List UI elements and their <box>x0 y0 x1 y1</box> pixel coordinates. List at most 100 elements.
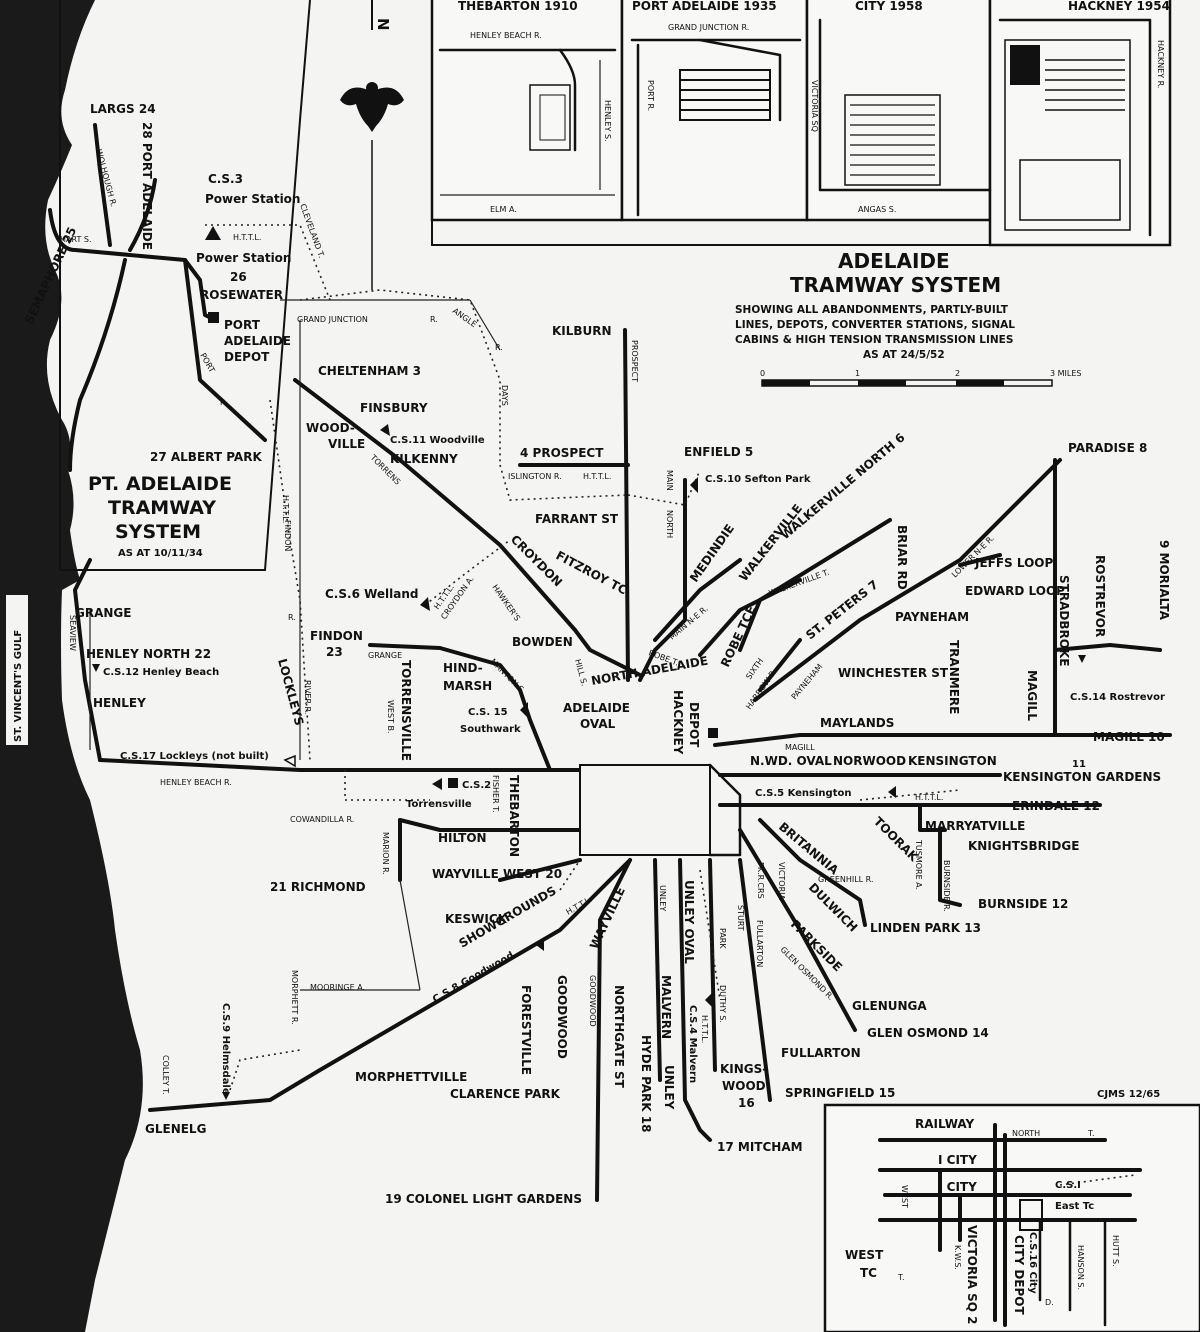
label-goodwood: GOODWOOD <box>555 975 569 1059</box>
inset-thebarton: HENLEY BEACH R. HENLEY S. ELM A. <box>438 31 617 214</box>
svg-text:H.T.T.L.: H.T.T.L. <box>583 472 611 481</box>
svg-text:East Tc: East Tc <box>1055 1201 1094 1212</box>
label-erindale: ERINDALE 12 <box>1012 799 1100 813</box>
label-hackney-depot-1: HACKNEY <box>671 690 685 755</box>
label-knightsbridge: KNIGHTSBRIDGE <box>968 839 1079 853</box>
label-cs10: C.S.10 Sefton Park <box>705 474 811 485</box>
label-clarence: CLARENCE PARK <box>450 1087 561 1101</box>
svg-text:ELM A.: ELM A. <box>490 205 517 214</box>
map-subtitle-3: CABINS & HIGH TENSION TRANSMISSION LINES <box>735 334 1013 346</box>
inset-hackney: HACKNEY R. <box>998 18 1165 237</box>
label-nwd-oval: N.WD. OVAL <box>750 754 832 768</box>
svg-text:T.: T. <box>897 1273 904 1282</box>
label-cs5: C.S.5 Kensington <box>755 788 851 799</box>
svg-text:ISLINGTON R.: ISLINGTON R. <box>508 472 562 481</box>
label-cs4: C.S.4 Malvern <box>687 1005 698 1083</box>
inset-title-port: PORT ADELAIDE 1935 <box>632 0 777 13</box>
label-adelaide-oval-1: ADELAIDE <box>563 701 630 715</box>
svg-text:R.: R. <box>430 315 438 324</box>
label-cs15-b: Southwark <box>460 724 521 735</box>
inset-thebarton-frame <box>430 0 624 222</box>
svg-text:FULLARTON: FULLARTON <box>755 920 764 967</box>
svg-text:FISHER T.: FISHER T. <box>491 775 500 813</box>
label-henley: HENLEY <box>93 696 146 710</box>
label-pa-depot-2: ADELAIDE <box>224 334 291 348</box>
label-jeffs: JEFFS LOOP <box>974 556 1053 570</box>
svg-text:MAIN: MAIN <box>665 470 674 491</box>
label-cs12: C.S.12 Henley Beach <box>103 667 219 678</box>
svg-text:TUSMORE A.: TUSMORE A. <box>914 839 923 890</box>
sea-gulf <box>0 0 143 1332</box>
svg-text:HUTT S.: HUTT S. <box>1111 1235 1120 1267</box>
svg-text:R.: R. <box>220 398 228 407</box>
inset-title-thebarton: THEBARTON 1910 <box>458 0 578 13</box>
label-grange: GRANGE <box>75 606 131 620</box>
svg-text:MAIN N-E R.: MAIN N-E R. <box>668 604 710 641</box>
label-credit: CJMS 12/65 <box>1097 1089 1160 1100</box>
svg-text:N: N <box>374 18 392 31</box>
label-briar: BRIAR RD <box>895 525 909 590</box>
city-east-edge <box>708 763 742 857</box>
svg-text:VICTORIA: VICTORIA <box>777 862 786 901</box>
svg-text:RIVER R.: RIVER R. <box>303 680 312 714</box>
map-subtitle-4: AS AT 24/5/52 <box>863 349 945 361</box>
svg-text:GOODWOOD: GOODWOOD <box>588 975 597 1027</box>
svg-text:TC: TC <box>860 1266 877 1280</box>
label-kensington: KENSINGTON <box>908 754 997 768</box>
svg-text:T.: T. <box>1087 1129 1094 1138</box>
label-lockleys: LOCKLEYS <box>275 657 306 727</box>
svg-text:HENLEY BEACH R.: HENLEY BEACH R. <box>470 31 542 40</box>
svg-text:SEAVIEW: SEAVIEW <box>68 615 77 651</box>
label-kilkenny: KILKENNY <box>390 452 458 466</box>
svg-text:3 MILES: 3 MILES <box>1050 369 1081 378</box>
label-kens-gardens: KENSINGTON GARDENS <box>1003 770 1161 784</box>
svg-text:C.S.I: C.S.I <box>1055 1180 1081 1191</box>
svg-text:H.T.T.L.: H.T.T.L. <box>915 793 943 802</box>
svg-text:K.W.S.: K.W.S. <box>953 1245 962 1270</box>
label-power-station-2: Power Station <box>196 251 291 265</box>
tram-lines <box>48 123 1172 1202</box>
map-subtitle-1: SHOWING ALL ABANDONMENTS, PARTLY-BUILT <box>735 304 1009 316</box>
svg-text:PK.R.CRS: PK.R.CRS <box>756 862 765 899</box>
svg-text:GREENHILL R.: GREENHILL R. <box>818 875 874 884</box>
svg-text:PORT: PORT <box>198 352 216 375</box>
svg-text:HACKNEY R.: HACKNEY R. <box>1156 40 1165 88</box>
label-glenunga: GLENUNGA <box>852 999 927 1013</box>
label-fitzroy: FITZROY TC <box>554 548 630 597</box>
label-largs: LARGS 24 <box>90 102 156 116</box>
svg-text:GRAND JUNCTION: GRAND JUNCTION <box>297 315 368 324</box>
svg-text:0: 0 <box>760 369 765 378</box>
label-springfield: SPRINGFIELD 15 <box>785 1086 895 1100</box>
label-pa-depot-1: PORT <box>224 318 261 332</box>
svg-text:1: 1 <box>855 369 860 378</box>
map-title-1: ADELAIDE <box>838 249 950 273</box>
svg-text:PARK: PARK <box>718 928 727 949</box>
label-kingswood-3: 16 <box>738 1096 755 1110</box>
port-inset-frame <box>59 0 311 571</box>
label-finsbury: FINSBURY <box>360 401 428 415</box>
map-title-2: TRAMWAY SYSTEM <box>790 273 1001 297</box>
label-httl-port: H.T.T.L. <box>233 233 261 242</box>
label-stradbroke: STRADBROKE <box>1057 575 1071 666</box>
svg-text:GRAND JUNCTION R.: GRAND JUNCTION R. <box>668 23 749 32</box>
label-rosewater-num: 26 <box>230 270 247 284</box>
svg-text:MARION R.: MARION R. <box>381 832 390 875</box>
label-woodville-1: WOOD- <box>306 421 355 435</box>
label-n11: 11 <box>1072 759 1086 770</box>
svg-text:I CITY: I CITY <box>938 1153 977 1167</box>
svg-text:WALKERVILLE T.: WALKERVILLE T. <box>768 568 831 598</box>
inset-title-city: CITY 1958 <box>855 0 923 13</box>
svg-text:HANSON S.: HANSON S. <box>1076 1245 1085 1290</box>
eagle-emblem <box>340 82 404 132</box>
svg-text:HENLEY S.: HENLEY S. <box>603 100 612 142</box>
svg-text:H.T.T.L.: H.T.T.L. <box>700 1015 709 1043</box>
ht-transmission-lines <box>205 224 961 1091</box>
svg-text:R.: R. <box>288 613 296 622</box>
port-title-4: AS AT 10/11/34 <box>118 548 203 559</box>
label-unley: UNLEY <box>662 1065 676 1110</box>
label-malvern: MALVERN <box>659 975 673 1039</box>
svg-text:PORT R.: PORT R. <box>646 80 655 111</box>
gulf-label: ST. VINCENT'S GULF <box>13 630 24 742</box>
svg-text:FINDON: FINDON <box>283 520 292 551</box>
